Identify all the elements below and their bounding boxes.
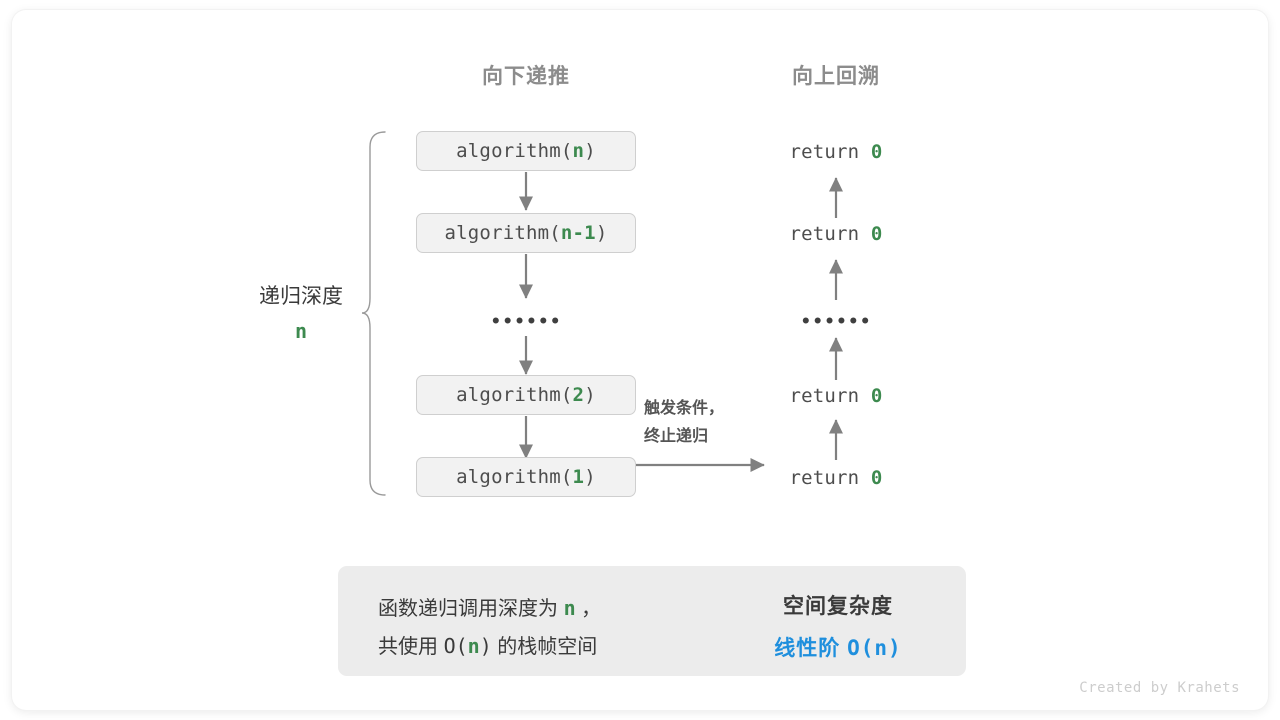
return-keyword-2: return xyxy=(789,223,860,245)
call-box-3-fn: algorithm( xyxy=(456,384,573,406)
return-value-3: 0 xyxy=(870,385,883,407)
attribution-footer: Created by Krahets xyxy=(1079,680,1240,696)
complexity-value-mono: O(n) xyxy=(847,636,902,660)
summary-line-1: 函数递归调用深度为 n ， xyxy=(378,590,601,628)
return-keyword-4: return xyxy=(789,467,860,489)
call-box-4-arg: 1 xyxy=(572,466,585,488)
complexity-title: 空间复杂度 xyxy=(783,595,893,618)
recursion-depth-value: n xyxy=(294,319,308,343)
call-box-4-fn: algorithm( xyxy=(456,466,573,488)
summary-result: 空间复杂度 线性阶 O(n) xyxy=(738,590,938,662)
call-box-4[interactable]: algorithm(1) xyxy=(416,457,636,497)
column-header-down: 向下递推 xyxy=(482,65,570,88)
call-box-2[interactable]: algorithm(n-1) xyxy=(416,213,636,253)
call-box-1-fn: algorithm( xyxy=(456,140,573,162)
call-box-3[interactable]: algorithm(2) xyxy=(416,375,636,415)
summary-line-1-n: n xyxy=(563,596,576,620)
recursion-depth-title: 递归深度 xyxy=(259,285,343,308)
recursion-depth-label: 递归深度 n xyxy=(226,280,376,343)
summary-line-1-a: 函数递归调用深度为 xyxy=(378,598,564,620)
base-case-note-line1: 触发条件， xyxy=(644,400,725,417)
call-box-3-arg: 2 xyxy=(572,384,585,406)
diagram-canvas: 向下递推 向上回溯 递归深度 n algorithm(n) algorithm(… xyxy=(12,10,1268,710)
return-value-1: 0 xyxy=(870,141,883,163)
summary-line-2-a: 共使用 xyxy=(378,636,444,658)
return-row-2: return 0 xyxy=(726,223,946,245)
call-box-2-arg: n-1 xyxy=(560,222,596,244)
call-box-2-fn: algorithm( xyxy=(444,222,561,244)
call-box-1-arg: n xyxy=(572,140,585,162)
base-case-note-line2: 终止递归 xyxy=(644,428,709,445)
call-box-1-close: ) xyxy=(584,140,596,162)
return-keyword-3: return xyxy=(789,385,860,407)
call-box-3-close: ) xyxy=(584,384,596,406)
return-row-4: return 0 xyxy=(726,467,946,489)
summary-line-2-n: n xyxy=(467,634,480,658)
complexity-value-text: 线性阶 xyxy=(774,637,848,660)
call-box-1[interactable]: algorithm(n) xyxy=(416,131,636,171)
summary-description: 函数递归调用深度为 n ， 共使用 O(n) 的栈帧空间 xyxy=(378,590,601,666)
summary-line-2-c: ) xyxy=(479,634,492,658)
call-box-4-close: ) xyxy=(584,466,596,488)
return-value-2: 0 xyxy=(870,223,883,245)
summary-line-2: 共使用 O(n) 的栈帧空间 xyxy=(378,628,601,666)
summary-panel: 函数递归调用深度为 n ， 共使用 O(n) 的栈帧空间 空间复杂度 线性阶 O… xyxy=(338,566,966,676)
return-keyword-1: return xyxy=(789,141,860,163)
summary-line-2-o: O( xyxy=(443,634,468,658)
return-row-1: return 0 xyxy=(726,141,946,163)
summary-line-1-b: ， xyxy=(575,598,602,620)
call-ellipsis: •••••• xyxy=(490,312,562,332)
base-case-note: 触发条件， 终止递归 xyxy=(644,395,724,451)
return-row-3: return 0 xyxy=(726,385,946,407)
summary-line-2-b: 的栈帧空间 xyxy=(491,636,598,658)
return-ellipsis: •••••• xyxy=(800,312,872,332)
complexity-value: 线性阶 O(n) xyxy=(738,632,938,662)
call-box-2-close: ) xyxy=(595,222,608,244)
return-value-4: 0 xyxy=(870,467,883,489)
column-header-up: 向上回溯 xyxy=(792,65,880,88)
